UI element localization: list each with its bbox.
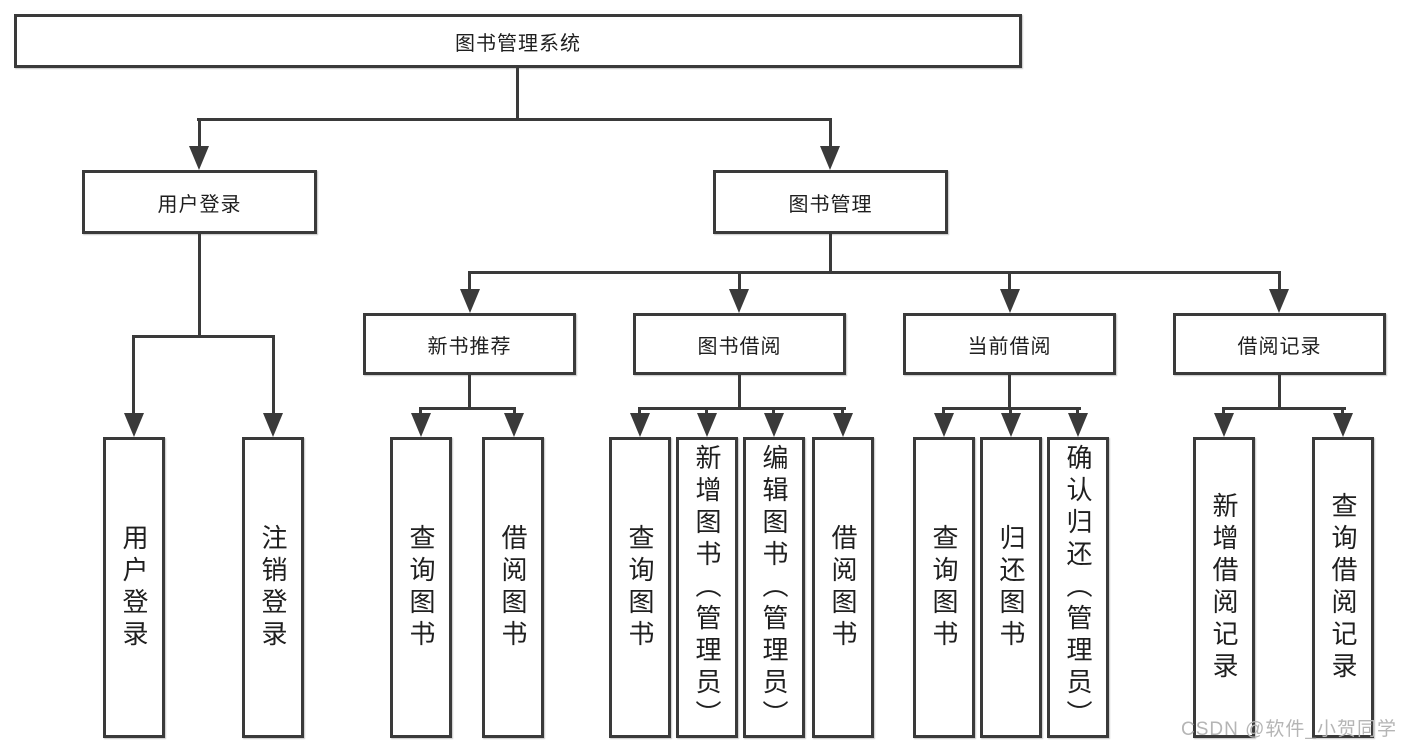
leaf-user-login: 用户登录 <box>103 437 165 738</box>
connector-bookmgmt-stem <box>829 234 832 273</box>
connector-root-stem <box>516 68 519 120</box>
arrow-down-icon <box>1001 413 1021 437</box>
csdn-watermark: CSDN @软件_小贺同学 <box>1181 719 1397 740</box>
connector-userlogin-stem <box>198 234 201 337</box>
node-borrowing-records: 借阅记录 <box>1173 313 1386 375</box>
node-label: 图书借阅 <box>697 335 782 358</box>
leaf-confirm-return-admin: 确认归还（管理员） <box>1047 437 1109 738</box>
node-label: 图书管理系统 <box>455 32 581 55</box>
leaf-label: 归还图书 <box>996 523 1026 652</box>
connector-l3-shaft <box>738 271 741 293</box>
node-user-login: 用户登录 <box>82 170 317 234</box>
leaf-label: 编辑图书（管理员） <box>759 443 789 732</box>
arrow-down-icon <box>630 413 650 437</box>
connector-userlogin-hline <box>132 335 275 338</box>
connector-root-hline <box>197 118 832 121</box>
leaf-label: 新增借阅记录 <box>1209 491 1239 684</box>
arrow-down-icon <box>697 413 717 437</box>
node-book-management: 图书管理 <box>713 170 948 234</box>
leaf-add-book-admin: 新增图书（管理员） <box>676 437 738 738</box>
connector-current-stem <box>1008 375 1011 410</box>
leaf-label: 查询借阅记录 <box>1328 491 1358 684</box>
arrow-down-icon <box>1068 413 1088 437</box>
node-label: 当前借阅 <box>967 335 1052 358</box>
arrow-down-icon <box>1000 289 1020 313</box>
arrow-down-icon <box>460 289 480 313</box>
leaf-label: 借阅图书 <box>498 523 528 652</box>
arrow-down-icon <box>1333 413 1353 437</box>
leaf-add-borrow-record: 新增借阅记录 <box>1193 437 1255 738</box>
leaf-return-book: 归还图书 <box>980 437 1042 738</box>
leaf-query-books-borrow: 查询图书 <box>609 437 671 738</box>
leaf-query-books-current: 查询图书 <box>913 437 975 738</box>
leaf-label: 新增图书（管理员） <box>692 443 722 732</box>
connector-recommend-stem <box>468 375 471 410</box>
connector-leaf-shaft <box>132 335 135 417</box>
leaf-borrow-books: 借阅图书 <box>812 437 874 738</box>
connector-l3-shaft <box>1278 271 1281 293</box>
leaf-borrow-books-recommend: 借阅图书 <box>482 437 544 738</box>
connector-records-stem <box>1278 375 1281 410</box>
arrow-down-icon <box>1269 289 1289 313</box>
arrow-down-icon <box>411 413 431 437</box>
leaf-query-borrow-record: 查询借阅记录 <box>1312 437 1374 738</box>
connector-borrowing-hline <box>638 407 846 410</box>
arrow-down-icon <box>263 413 283 437</box>
node-label: 新书推荐 <box>427 335 512 358</box>
node-label: 图书管理 <box>788 193 873 216</box>
arrow-down-icon <box>764 413 784 437</box>
connector-level3-hline <box>468 271 1281 274</box>
leaf-query-books-recommend: 查询图书 <box>390 437 452 738</box>
arrow-down-icon <box>934 413 954 437</box>
connector-recommend-hline <box>419 407 516 410</box>
arrow-down-icon <box>189 146 209 170</box>
arrow-down-icon <box>504 413 524 437</box>
connector-l3-shaft <box>468 271 471 293</box>
leaf-label: 借阅图书 <box>828 523 858 652</box>
arrow-down-icon <box>833 413 853 437</box>
leaf-label: 查询图书 <box>406 523 436 652</box>
connector-userlogin-shaft <box>198 118 201 152</box>
node-current-borrowing: 当前借阅 <box>903 313 1116 375</box>
node-library-management-system: 图书管理系统 <box>14 14 1022 68</box>
arrow-down-icon <box>1214 413 1234 437</box>
arrow-down-icon <box>729 289 749 313</box>
leaf-label: 确认归还（管理员） <box>1063 443 1093 732</box>
node-label: 借阅记录 <box>1237 335 1322 358</box>
leaf-label: 查询图书 <box>625 523 655 652</box>
leaf-label: 注销登录 <box>258 523 288 652</box>
connector-leaf-shaft <box>272 335 275 417</box>
node-book-borrowing: 图书借阅 <box>633 313 846 375</box>
connector-bookmgmt-shaft <box>829 118 832 152</box>
leaf-label: 查询图书 <box>929 523 959 652</box>
connector-borrowing-stem <box>738 375 741 410</box>
leaf-label: 用户登录 <box>119 523 149 652</box>
arrow-down-icon <box>124 413 144 437</box>
node-new-book-recommendation: 新书推荐 <box>363 313 576 375</box>
leaf-edit-book-admin: 编辑图书（管理员） <box>743 437 805 738</box>
arrow-down-icon <box>820 146 840 170</box>
connector-l3-shaft <box>1008 271 1011 293</box>
connector-records-hline <box>1222 407 1346 410</box>
leaf-logout: 注销登录 <box>242 437 304 738</box>
node-label: 用户登录 <box>157 193 242 216</box>
